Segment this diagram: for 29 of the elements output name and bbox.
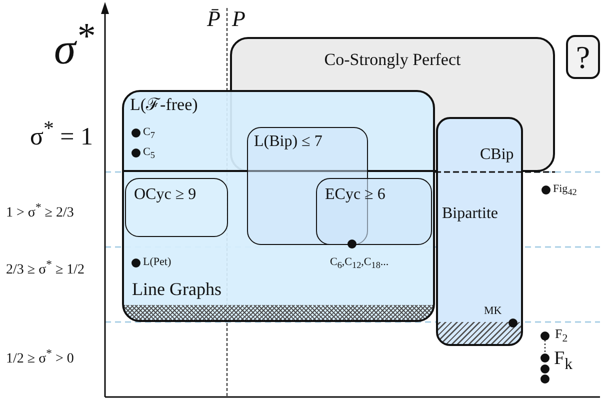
region-label: Bipartite: [442, 206, 498, 222]
region-box: [122, 90, 435, 322]
region-label: CBip: [480, 147, 514, 163]
label: MK: [484, 306, 502, 317]
label: σ$^{*}$ = 1: [30, 118, 94, 150]
region-box: [566, 35, 600, 79]
axis-label: σ$^{*}$: [54, 18, 94, 72]
label: C$_{6}$,C$_{12}$,C$_{18}$...: [330, 257, 389, 270]
label: C$_{7}$: [143, 127, 155, 140]
region-label: L(ℱ-free): [130, 96, 198, 113]
region-marker: P: [232, 8, 246, 30]
region-box: [436, 117, 523, 346]
region-label: Line Graphs: [132, 280, 222, 298]
label: Fig$_{42}$: [553, 184, 577, 198]
region-box: [125, 178, 228, 237]
label: 1/2 ≥ σ$^{*}$ > 0: [6, 348, 74, 367]
region-label: L(Bip) ≤ 7: [254, 134, 322, 150]
region-label: ECyc ≥ 6: [325, 187, 386, 203]
region-label: ?: [574, 41, 592, 73]
label: C$_{5}$: [143, 147, 155, 160]
region-title: Co-Strongly Perfect: [323, 51, 462, 68]
label: F$_{k}$: [554, 349, 572, 373]
region-label: OCyc ≥ 9: [134, 187, 196, 203]
region-box: [316, 178, 432, 245]
label: 2/3 ≥ σ$^{*}$ ≥ 1/2: [6, 259, 85, 278]
region-marker: P̄: [207, 8, 220, 30]
label: L(Pet): [143, 257, 172, 268]
label: 1 > σ$^{*}$ ≥ 2/3: [6, 202, 74, 221]
label: F$_{2}$: [555, 327, 568, 344]
